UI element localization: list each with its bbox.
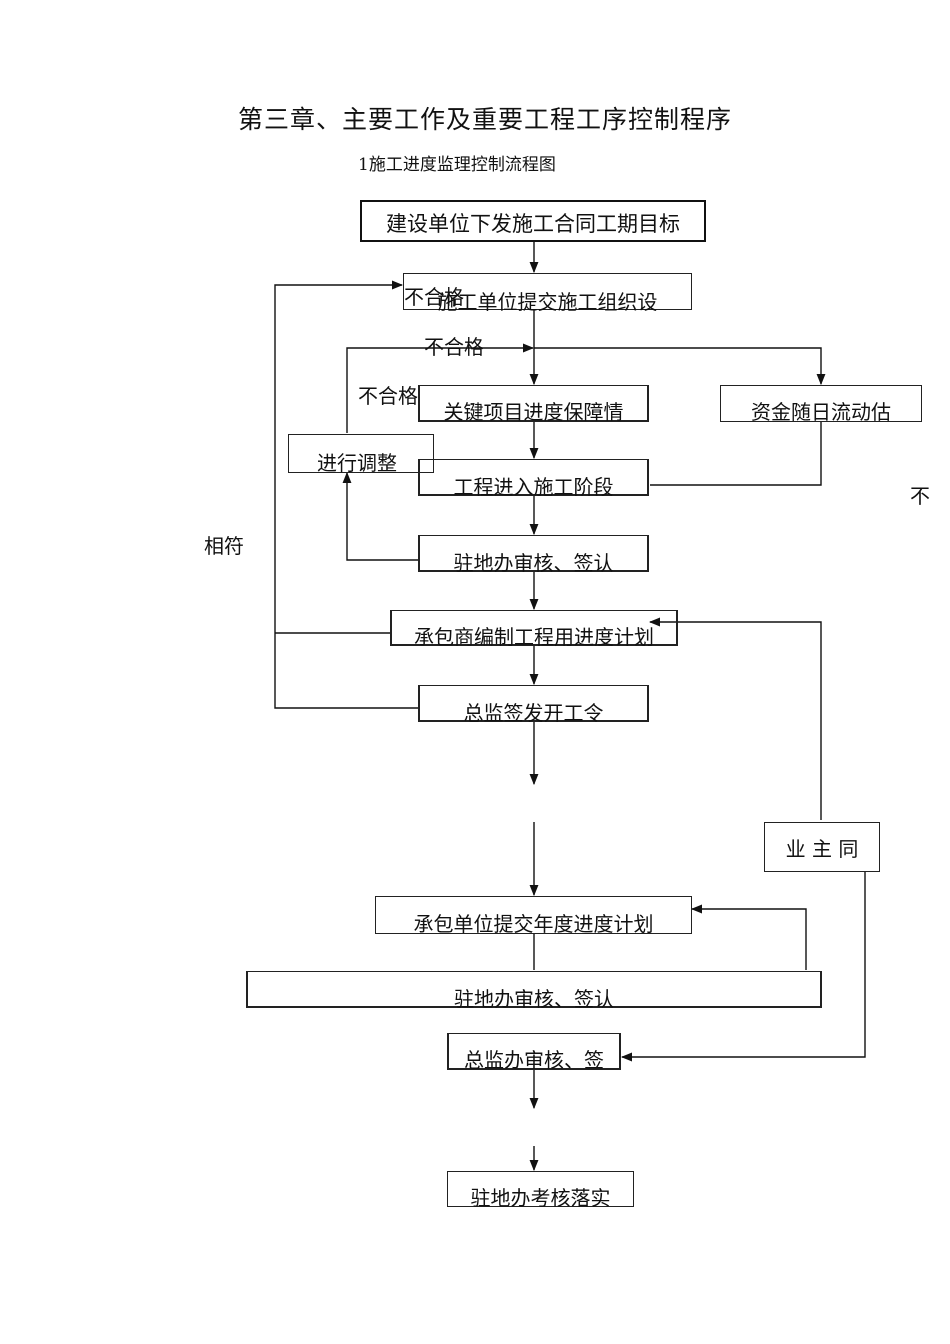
branch-to-n4 bbox=[534, 347, 826, 386]
label-consistent: 相符 bbox=[204, 534, 244, 558]
loop-xiangfu bbox=[274, 280, 418, 709]
loop-n12-n11 bbox=[690, 904, 807, 970]
node-funding: 资金随日流动估 bbox=[720, 385, 922, 424]
node-resident-review-1: 驻地办审核、签认 bbox=[418, 535, 649, 575]
label-unqualified-3: 不合格 bbox=[358, 384, 418, 408]
node-annual-schedule: 承包单位提交年度进度计划 bbox=[375, 896, 692, 936]
node-contractor-schedule: 承包商编制工程用进度计划 bbox=[390, 610, 678, 649]
label-not: 不 bbox=[910, 484, 930, 508]
node-resident-review-2: 驻地办审核、签认 bbox=[246, 971, 822, 1011]
node-resident-assessment: 驻地办考核落实 bbox=[447, 1171, 634, 1210]
node-enter-construction: 工程进入施工阶段 bbox=[418, 459, 649, 499]
node-owner-approval: 业 主 同 bbox=[764, 822, 880, 872]
page-title: 第三章、主要工作及重要工程工序控制程序 bbox=[237, 105, 732, 134]
line-owner-n13 bbox=[620, 872, 866, 1062]
flowchart-subtitle: 1施工进度监理控制流程图 bbox=[358, 155, 556, 175]
loop-n7-adjust bbox=[342, 471, 418, 561]
line-owner-n8 bbox=[648, 617, 822, 820]
line-n4-n6 bbox=[650, 422, 822, 486]
label-unqualified-2: 不合格 bbox=[424, 335, 484, 359]
node-start-order: 总监签发开工令 bbox=[418, 685, 649, 725]
node-contract-target: 建设单位下发施工合同工期目标 bbox=[360, 200, 706, 242]
node-chief-review: 总监办审核、签 bbox=[447, 1033, 621, 1072]
node-adjust: 进行调整 bbox=[288, 434, 434, 475]
label-unqualified-1: 不合格 bbox=[404, 285, 464, 309]
node-key-project: 关键项目进度保障情 bbox=[418, 385, 649, 424]
node-construction-plan: 施工单位提交施工组织设 bbox=[403, 273, 692, 314]
loop-buhege-top bbox=[346, 343, 535, 433]
